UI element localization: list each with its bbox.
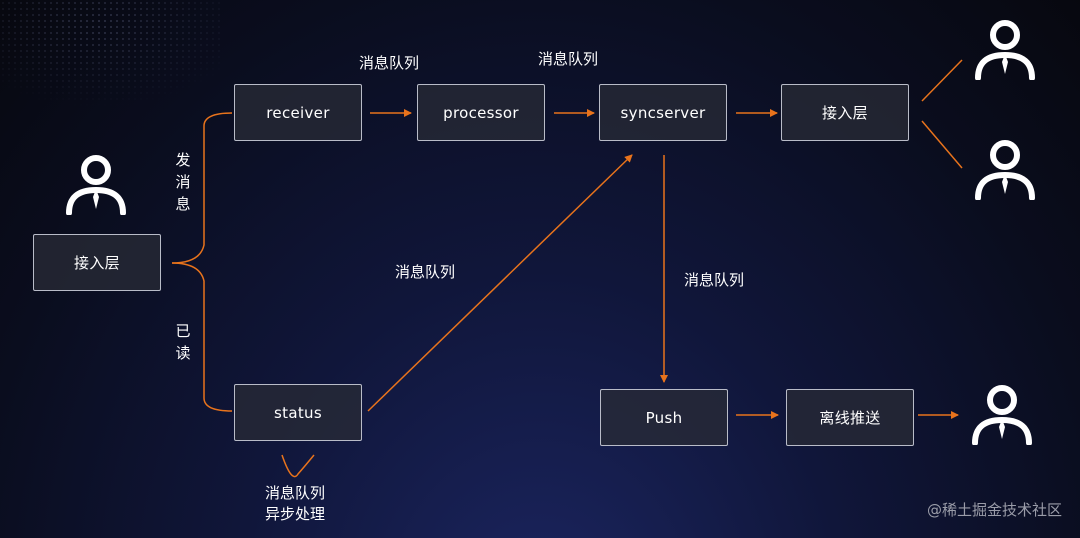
mq-label-syncserver-push: 消息队列 bbox=[684, 271, 745, 289]
status-box: status bbox=[234, 384, 362, 441]
send-message-label: 发消息 bbox=[175, 151, 191, 213]
receiver-box: receiver bbox=[234, 84, 362, 141]
syncserver-box: syncserver bbox=[599, 84, 727, 141]
brace-connector bbox=[171, 112, 233, 264]
mq-label-receiver-processor: 消息队列 bbox=[359, 54, 420, 72]
arrow-status-syncserver bbox=[367, 154, 633, 412]
watermark: @稀土掘金技术社区 bbox=[926, 501, 1062, 519]
access-layer-left-box: 接入层 bbox=[33, 234, 161, 291]
push-box: Push bbox=[600, 389, 728, 446]
mq-label-status-syncserver: 消息队列 bbox=[395, 263, 456, 281]
line-access-user2 bbox=[921, 120, 963, 169]
user-icon bbox=[66, 155, 126, 215]
user-icon bbox=[975, 140, 1035, 200]
dot-pattern-decoration bbox=[0, 0, 220, 120]
user-icon bbox=[972, 385, 1032, 445]
brace-connector-lower bbox=[171, 262, 233, 412]
user-icon bbox=[975, 20, 1035, 80]
processor-box: processor bbox=[417, 84, 545, 141]
async-loop bbox=[281, 454, 315, 478]
read-label: 已读 bbox=[175, 322, 191, 362]
async-label-line1: 消息队列 bbox=[265, 484, 326, 502]
async-label-line2: 异步处理 bbox=[265, 505, 326, 523]
offline-push-box: 离线推送 bbox=[786, 389, 914, 446]
mq-label-processor-syncserver: 消息队列 bbox=[538, 50, 599, 68]
access-layer-right-box: 接入层 bbox=[781, 84, 909, 141]
line-access-user1 bbox=[921, 59, 963, 102]
